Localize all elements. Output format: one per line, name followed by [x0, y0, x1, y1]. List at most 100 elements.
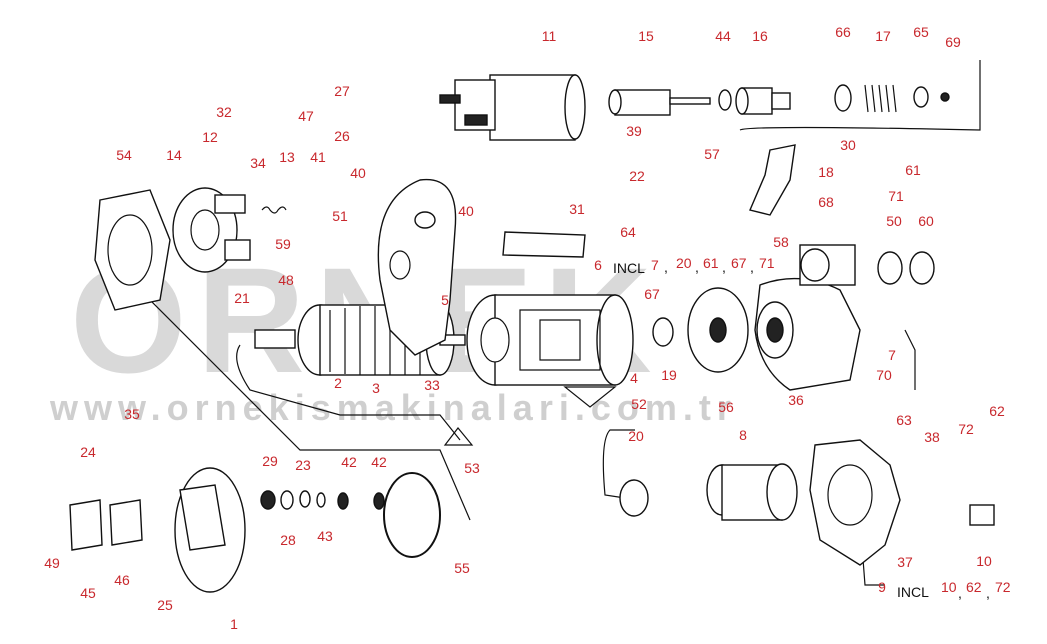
callout-43: 43 — [317, 528, 333, 544]
callout-6: 6 — [594, 257, 602, 273]
callout-35: 35 — [124, 406, 140, 422]
callout-45: 45 — [80, 585, 96, 601]
watermark-url: www.ornekismakinalari.com.tr — [49, 387, 737, 428]
svg-text:,: , — [958, 585, 962, 601]
incl-lower-item: 62 — [966, 579, 982, 595]
callout-41: 41 — [310, 149, 326, 165]
callout-71: 71 — [888, 188, 904, 204]
callout-72: 72 — [958, 421, 974, 437]
nose-housing-7 — [754, 244, 935, 391]
callout-21: 21 — [234, 290, 250, 306]
callout-20: 20 — [628, 428, 644, 444]
svg-text:,: , — [750, 259, 754, 275]
callout-56: 56 — [718, 399, 734, 415]
callout-54: 54 — [116, 147, 132, 163]
svg-text:,: , — [986, 585, 990, 601]
incl-upper: INCL 7 , 20 , 61 , 67 , 71 — [613, 255, 775, 276]
washer-65 — [913, 86, 929, 108]
callout-27: 27 — [334, 83, 350, 99]
callout-23: 23 — [295, 457, 311, 473]
washer-19 — [652, 317, 674, 347]
callout-51: 51 — [332, 208, 348, 224]
lever-18 — [749, 144, 796, 216]
washer-44 — [718, 89, 732, 111]
callout-68: 68 — [818, 194, 834, 210]
svg-text:,: , — [664, 259, 668, 275]
marker-52 — [563, 386, 617, 408]
callout-17: 17 — [875, 28, 891, 44]
plate-64 — [502, 231, 586, 258]
plunger-15 — [608, 89, 711, 116]
callout-70: 70 — [876, 367, 892, 383]
incl-lower-item: 10 — [941, 579, 957, 595]
svg-text:,: , — [695, 259, 699, 275]
callout-52: 52 — [631, 396, 647, 412]
callout-25: 25 — [157, 597, 173, 613]
spring-13 — [261, 206, 287, 214]
end-frame-1 — [174, 467, 246, 593]
callout-61: 61 — [905, 162, 921, 178]
callout-40a: 40 — [350, 165, 366, 181]
callout-46: 46 — [114, 572, 130, 588]
incl-upper-item: 71 — [759, 255, 775, 271]
callout-34: 34 — [250, 155, 266, 171]
washer-row — [260, 490, 385, 510]
callout-9: 9 — [878, 579, 886, 595]
incl-upper-label: INCL — [613, 260, 645, 276]
incl-upper-item: 67 — [731, 255, 747, 271]
callout-62: 62 — [989, 403, 1005, 419]
callout-labels: 1 2 3 4 5 6 7 8 9 10 11 12 13 14 15 16 1… — [44, 24, 1005, 632]
incl-upper-item: 61 — [703, 255, 719, 271]
callout-24: 24 — [80, 444, 96, 460]
callout-33: 33 — [424, 377, 440, 393]
callout-16: 16 — [752, 28, 768, 44]
callout-67: 67 — [644, 286, 660, 302]
gasket-46 — [109, 499, 143, 546]
ring-50 — [877, 251, 903, 285]
callout-49: 49 — [44, 555, 60, 571]
callout-42a: 42 — [341, 454, 357, 470]
callout-2: 2 — [334, 375, 342, 391]
callout-47: 47 — [298, 108, 314, 124]
washer-40b — [414, 211, 436, 229]
ring-66 — [834, 84, 852, 112]
callout-58: 58 — [773, 234, 789, 250]
bushing-10 — [969, 504, 995, 526]
callout-60: 60 — [918, 213, 934, 229]
callout-12: 12 — [202, 129, 218, 145]
marker-53 — [443, 427, 474, 446]
svg-text:,: , — [722, 259, 726, 275]
callout-8: 8 — [739, 427, 747, 443]
callout-57: 57 — [704, 146, 720, 162]
callout-1: 1 — [230, 616, 238, 632]
callout-4: 4 — [630, 370, 638, 386]
incl-lower: INCL 10 , 62 , 72 — [897, 579, 1011, 601]
callout-26: 26 — [334, 128, 350, 144]
callout-14: 14 — [166, 147, 182, 163]
callout-18: 18 — [818, 164, 834, 180]
clip-69 — [940, 92, 950, 102]
callout-53: 53 — [464, 460, 480, 476]
field-frame-assembly — [466, 294, 634, 386]
callout-13: 13 — [279, 149, 295, 165]
callout-11: 11 — [542, 28, 557, 44]
washer-20 — [619, 479, 649, 517]
callout-36: 36 — [788, 392, 804, 408]
incl-lower-item: 72 — [995, 579, 1011, 595]
callout-64: 64 — [620, 224, 636, 240]
callout-44: 44 — [715, 28, 731, 44]
callout-30: 30 — [840, 137, 856, 153]
callout-37: 37 — [897, 554, 913, 570]
callout-48: 48 — [278, 272, 294, 288]
callout-10: 10 — [976, 553, 992, 569]
solenoid-11 — [439, 74, 586, 141]
o-ring-55 — [383, 472, 441, 558]
callout-40b: 40 — [458, 203, 474, 219]
incl-upper-item: 20 — [676, 255, 692, 271]
callout-31: 31 — [569, 201, 585, 217]
callout-29: 29 — [262, 453, 278, 469]
incl-upper-item: 7 — [651, 257, 659, 273]
housing-51 — [377, 178, 457, 356]
callout-42b: 42 — [371, 454, 387, 470]
boot-16 — [735, 87, 791, 115]
